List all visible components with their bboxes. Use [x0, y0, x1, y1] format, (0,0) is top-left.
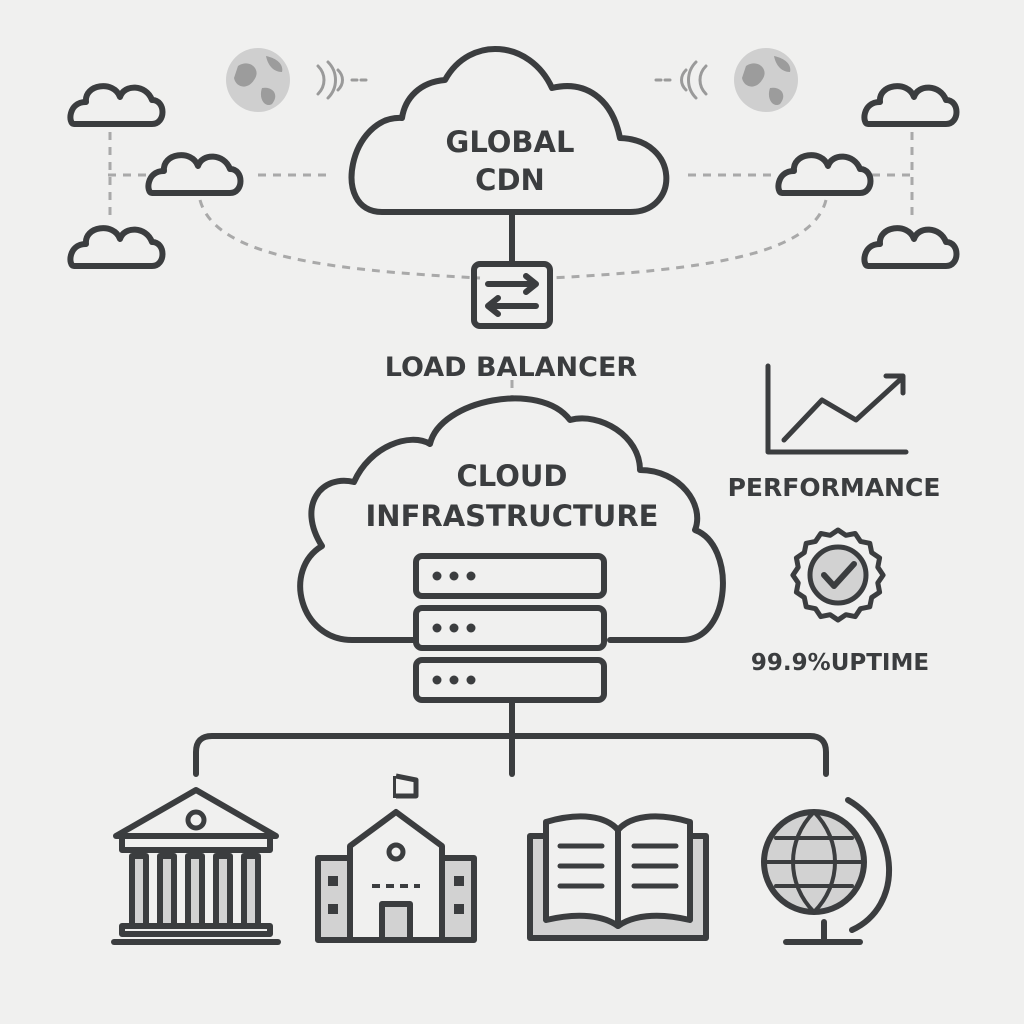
cdn-label-line2: CDN — [475, 163, 545, 197]
open-book-icon — [527, 813, 709, 941]
cloud-icon — [70, 228, 162, 266]
cloud-icon — [348, 45, 670, 215]
globe-icon — [734, 48, 798, 112]
endpoint-connectors — [193, 697, 829, 777]
load-balancer-node: LOAD BALANCER — [385, 261, 638, 383]
infrastructure-label-line1: CLOUD — [456, 459, 567, 493]
certified-badge-icon — [790, 527, 886, 623]
global-cdn-node: GLOBAL CDN — [348, 45, 670, 215]
uptime-node: 99.9%UPTIME — [751, 527, 929, 676]
performance-label: PERFORMANCE — [728, 473, 941, 502]
load-balancer-icon — [471, 261, 553, 329]
cloud-icon — [148, 155, 240, 193]
desk-globe-icon — [761, 797, 892, 945]
signal-waves-icon — [316, 60, 368, 100]
server-stack-icon — [413, 553, 607, 703]
load-balancer-label: LOAD BALANCER — [385, 352, 638, 383]
globe-icon — [226, 48, 290, 112]
performance-node: PERFORMANCE — [728, 363, 941, 502]
infrastructure-label-line2: INFRASTRUCTURE — [366, 499, 659, 533]
signal-waves-icon — [654, 60, 708, 100]
line-chart-icon — [765, 363, 909, 455]
school-icon — [315, 773, 477, 943]
government-building-icon — [111, 787, 281, 945]
cloud-icon — [864, 86, 956, 124]
cloud-infrastructure-node: CLOUD INFRASTRUCTURE — [297, 395, 726, 703]
cloud-icon — [778, 155, 870, 193]
cloud-icon — [297, 395, 726, 643]
cloud-icon — [70, 86, 162, 124]
cdn-label-line1: GLOBAL — [446, 125, 575, 159]
dashed-connectors — [108, 132, 914, 400]
uptime-label: 99.9%UPTIME — [751, 650, 929, 676]
cloud-icon — [864, 228, 956, 266]
